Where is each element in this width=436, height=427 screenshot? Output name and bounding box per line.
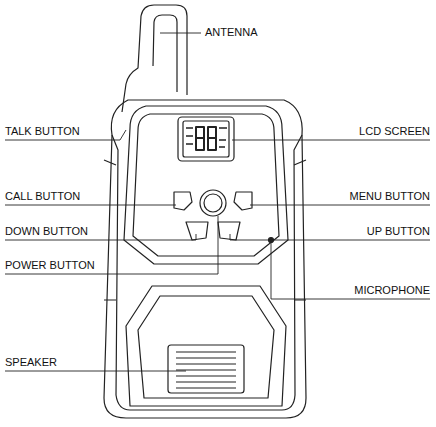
speaker-slot	[176, 381, 236, 382]
antenna-outline	[122, 5, 187, 112]
speaker-slot	[176, 363, 236, 364]
part-label: UP BUTTON	[367, 225, 430, 238]
antenna-inner	[153, 15, 177, 92]
speaker-grille	[168, 345, 244, 393]
part-label: SPEAKER	[5, 356, 57, 369]
body-outline	[104, 100, 306, 418]
lower-plate	[126, 286, 286, 406]
menu-button	[234, 192, 252, 210]
up-button	[218, 222, 240, 240]
lcd-screen	[183, 121, 229, 157]
side-grip	[104, 160, 306, 300]
part-label: MICROPHONE	[354, 284, 430, 297]
part-label: ANTENNA	[205, 26, 258, 39]
call-button	[174, 192, 192, 210]
speaker-slot	[176, 369, 236, 370]
part-label: TALK BUTTON	[5, 125, 80, 138]
part-label: POWER BUTTON	[5, 259, 95, 272]
part-label: LCD SCREEN	[359, 125, 430, 138]
body-inner-edge	[112, 135, 302, 410]
speaker-slot	[176, 375, 236, 376]
face-plate-inner	[133, 114, 279, 256]
power-button	[204, 194, 222, 212]
lower-plate-inner	[138, 296, 274, 398]
part-label: DOWN BUTTON	[5, 225, 88, 238]
speaker-slot	[176, 351, 236, 352]
lcd-digits	[196, 127, 216, 150]
speaker-slots	[176, 352, 236, 388]
power-button-ring	[200, 190, 226, 216]
speaker-slot	[176, 357, 236, 358]
lcd-frame	[178, 117, 234, 161]
speaker-slot	[176, 387, 236, 388]
part-label: MENU BUTTON	[350, 190, 430, 203]
part-label: CALL BUTTON	[5, 190, 80, 203]
lcd-icons	[186, 128, 227, 147]
down-button	[186, 222, 208, 240]
leader-lines	[5, 33, 430, 371]
